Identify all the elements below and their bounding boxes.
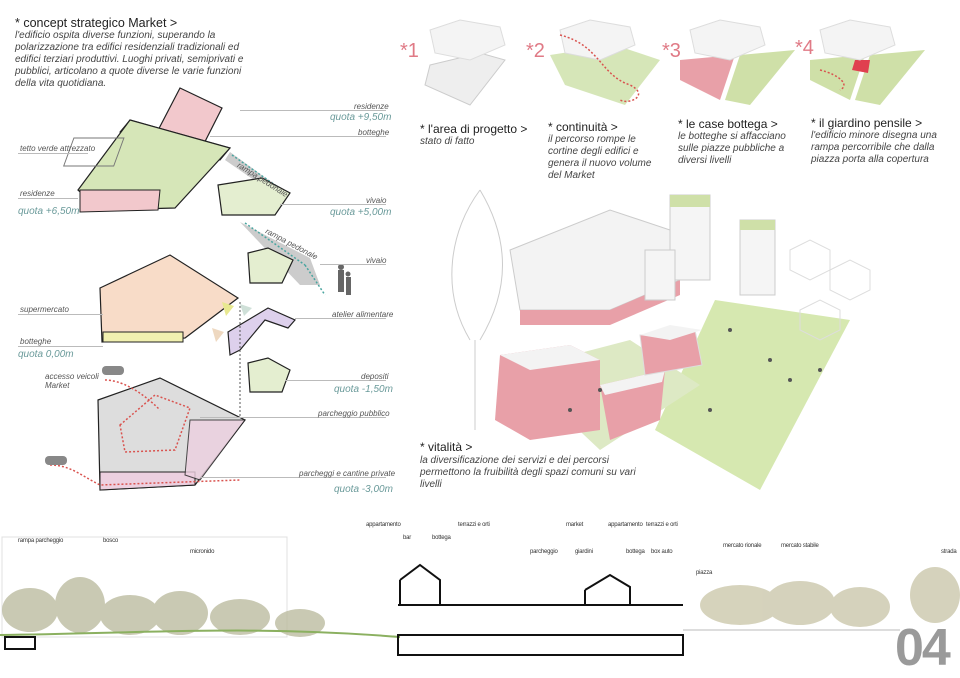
site-section (0, 536, 960, 656)
tree-outline (451, 189, 503, 430)
supermercato-plan (99, 254, 240, 343)
step-1-title: * l'area di progetto > (420, 122, 528, 136)
level-diagrams (45, 87, 351, 491)
park-green (655, 300, 850, 490)
section-label-parcheggio: parcheggio (530, 549, 558, 555)
label-quota-500: quota +5,00m (330, 207, 392, 218)
trees-right (700, 567, 960, 627)
step-2-text: il percorso rompe le cortine degli edifi… (548, 134, 652, 181)
section-label-rampa-parcheggio: rampa parcheggio (18, 538, 64, 544)
section-label-bottega-2: bottega (626, 549, 645, 555)
step-1-number: *1 (400, 40, 419, 62)
hex-grid (789, 239, 871, 341)
section-label-mercato-stabile: mercato stabile (781, 543, 819, 549)
label-quota-000: quota 0,00m (18, 349, 74, 360)
label-supermercato: supermercato (20, 305, 69, 314)
vitalita-text: la diversificazione dei servizi e dei pe… (420, 455, 636, 490)
section-label-strada: strada (941, 549, 957, 555)
case-bottega (495, 325, 703, 440)
step-1-diagram (424, 19, 506, 106)
label-botteghe-left: botteghe (20, 337, 52, 346)
section-label-piazza: piazza (696, 570, 713, 576)
label-quota-150: quota -1,50m (334, 384, 393, 395)
label-vivaio-2: vivaio (366, 256, 387, 265)
label-tetto-verde: tetto verde attrezzato (20, 144, 96, 153)
people-icon (338, 264, 351, 295)
section-label-mercato-rionale: mercato rionale (723, 543, 762, 549)
market-section (397, 563, 684, 656)
label-depositi: depositi (361, 372, 389, 381)
label-residenze-left: residenze (20, 189, 55, 198)
label-parcheggi-cantine: parcheggi e cantine private (299, 469, 396, 478)
vivaio-mid (247, 247, 294, 284)
section-label-appartamento-1: appartamento (366, 522, 401, 528)
step-1-text: stato di fatto (420, 136, 475, 147)
concept-title: * concept strategico Market > (15, 16, 178, 30)
section-label-bosco: bosco (103, 538, 119, 544)
axonometric-view (451, 189, 871, 490)
label-parcheggio-pubblico: parcheggio pubblico (318, 409, 390, 418)
step-3-title: * le case bottega > (678, 117, 778, 131)
section-label-micronido: micronido (190, 549, 215, 555)
label-vivaio-1: vivaio (366, 196, 387, 205)
step-3-number: *3 (662, 40, 681, 62)
step-3-text: le botteghe si affacciano sulle piazze p… (678, 131, 786, 166)
residenze-left-strip (79, 189, 161, 213)
people-icons (568, 328, 822, 412)
car-icon (45, 456, 67, 465)
label-quota-300: quota -3,00m (334, 484, 393, 495)
step-4-number: *4 (795, 37, 814, 59)
step-3-diagram (680, 19, 795, 105)
vitalita-title: * vitalità > (420, 440, 473, 454)
label-quota-650: quota +6,50m (18, 206, 80, 217)
step-2-title: * continuità > (548, 120, 618, 134)
step-4-diagram (810, 19, 925, 105)
section-label-box-auto: box auto (651, 549, 673, 555)
step-4-title: * il giardino pensile > (811, 116, 923, 130)
botteghe-plan (102, 331, 184, 343)
concept-text: l'edificio ospita diverse funzioni, supe… (15, 30, 244, 89)
section-label-terrazzi-1: terrazzi e orti (458, 522, 490, 528)
label-quota-950: quota +9,50m (330, 112, 392, 123)
label-botteghe-top: botteghe (358, 128, 390, 137)
market-building (509, 194, 776, 325)
section-label-bar: bar (403, 535, 412, 541)
step-4-text: l'edificio minore disegna una rampa perc… (811, 130, 937, 165)
label-accesso-veicoli: accesso veicoli Market (45, 372, 99, 390)
step-2-number: *2 (526, 40, 545, 62)
vivaio-top (217, 177, 291, 216)
section-label-terrazzi-2: terrazzi e orti (646, 522, 678, 528)
trees-left (2, 577, 325, 637)
section-label-market: market (566, 522, 584, 528)
section-label-bottega-1: bottega (432, 535, 451, 541)
section-label-appartamento-2: appartamento (608, 522, 643, 528)
page-number: 04 (895, 619, 951, 677)
atelier-plan (227, 307, 296, 356)
step-2-diagram (550, 19, 660, 105)
label-residenze-top: residenze (354, 102, 389, 111)
step-diagrams (424, 19, 925, 106)
depositi-plan (247, 357, 291, 393)
label-atelier-alimentare: atelier alimentare (332, 310, 394, 319)
section-label-giardini: giardini (575, 549, 593, 555)
car-icon (102, 366, 124, 375)
